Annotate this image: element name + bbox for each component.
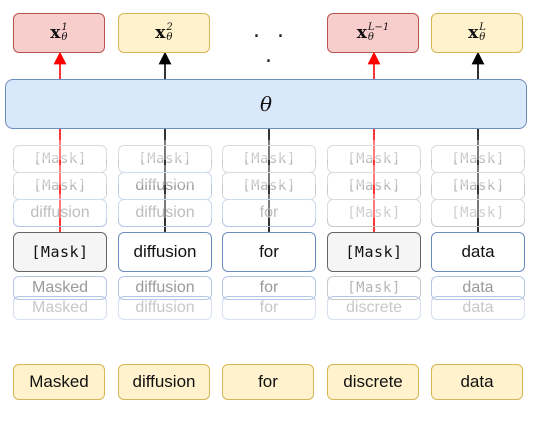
ghost-token-below-r1-c1: diffusion bbox=[118, 296, 212, 320]
input-token-0: Masked bbox=[13, 364, 105, 400]
output-superscript: L−1 bbox=[367, 22, 390, 33]
ghost-token-below-r0-c1: diffusion bbox=[118, 276, 212, 300]
ghost-token-below-r0-c4: data bbox=[431, 276, 525, 300]
ghost-token-below-r0-c0: Masked bbox=[13, 276, 107, 300]
output-superscript: 2 bbox=[166, 22, 173, 33]
fade-band-2 bbox=[0, 194, 549, 218]
input-token-4: data bbox=[431, 364, 523, 400]
fade-band-1 bbox=[0, 165, 549, 185]
active-token-4: data bbox=[431, 232, 525, 272]
ghost-token-below-r1-c2: for bbox=[222, 296, 316, 320]
output-symbol: x bbox=[50, 23, 61, 43]
output-subscript: θ bbox=[61, 32, 68, 43]
ghost-token-below-r1-c4: data bbox=[431, 296, 525, 320]
input-token-2: for bbox=[222, 364, 314, 400]
output-superscript: L bbox=[479, 22, 486, 33]
ghost-token-below-r1-c0: Masked bbox=[13, 296, 107, 320]
output-subscript: θ bbox=[479, 32, 486, 43]
output-symbol: x bbox=[468, 23, 479, 43]
active-token-2: for bbox=[222, 232, 316, 272]
model-label: θ bbox=[259, 92, 273, 116]
ghost-token-r2-c0: diffusion bbox=[13, 199, 107, 227]
ghost-token-r2-c1: diffusion bbox=[118, 199, 212, 227]
fade-band-below bbox=[0, 300, 549, 330]
input-token-1: diffusion bbox=[118, 364, 210, 400]
ghost-token-r2-c2: for bbox=[222, 199, 316, 227]
ghost-token-r2-c3: [Mask] bbox=[327, 199, 421, 227]
input-token-3: discrete bbox=[327, 364, 419, 400]
output-superscript: 1 bbox=[61, 22, 68, 33]
ghost-token-r2-c4: [Mask] bbox=[431, 199, 525, 227]
ghost-token-below-r1-c3: discrete bbox=[327, 296, 421, 320]
ellipsis: . . . bbox=[253, 18, 289, 68]
fade-band-0 bbox=[0, 140, 549, 160]
active-token-1: diffusion bbox=[118, 232, 212, 272]
ghost-token-below-r0-c3: [Mask] bbox=[327, 276, 421, 300]
output-symbol: x bbox=[356, 23, 367, 43]
active-token-3: [Mask] bbox=[327, 232, 421, 272]
active-token-0: [Mask] bbox=[13, 232, 107, 272]
output-subscript: θ bbox=[166, 32, 173, 43]
output-symbol: x bbox=[155, 23, 166, 43]
denoiser-model-block: θ bbox=[5, 79, 527, 129]
output-subscript: θ bbox=[367, 32, 374, 43]
ghost-token-below-r0-c2: for bbox=[222, 276, 316, 300]
